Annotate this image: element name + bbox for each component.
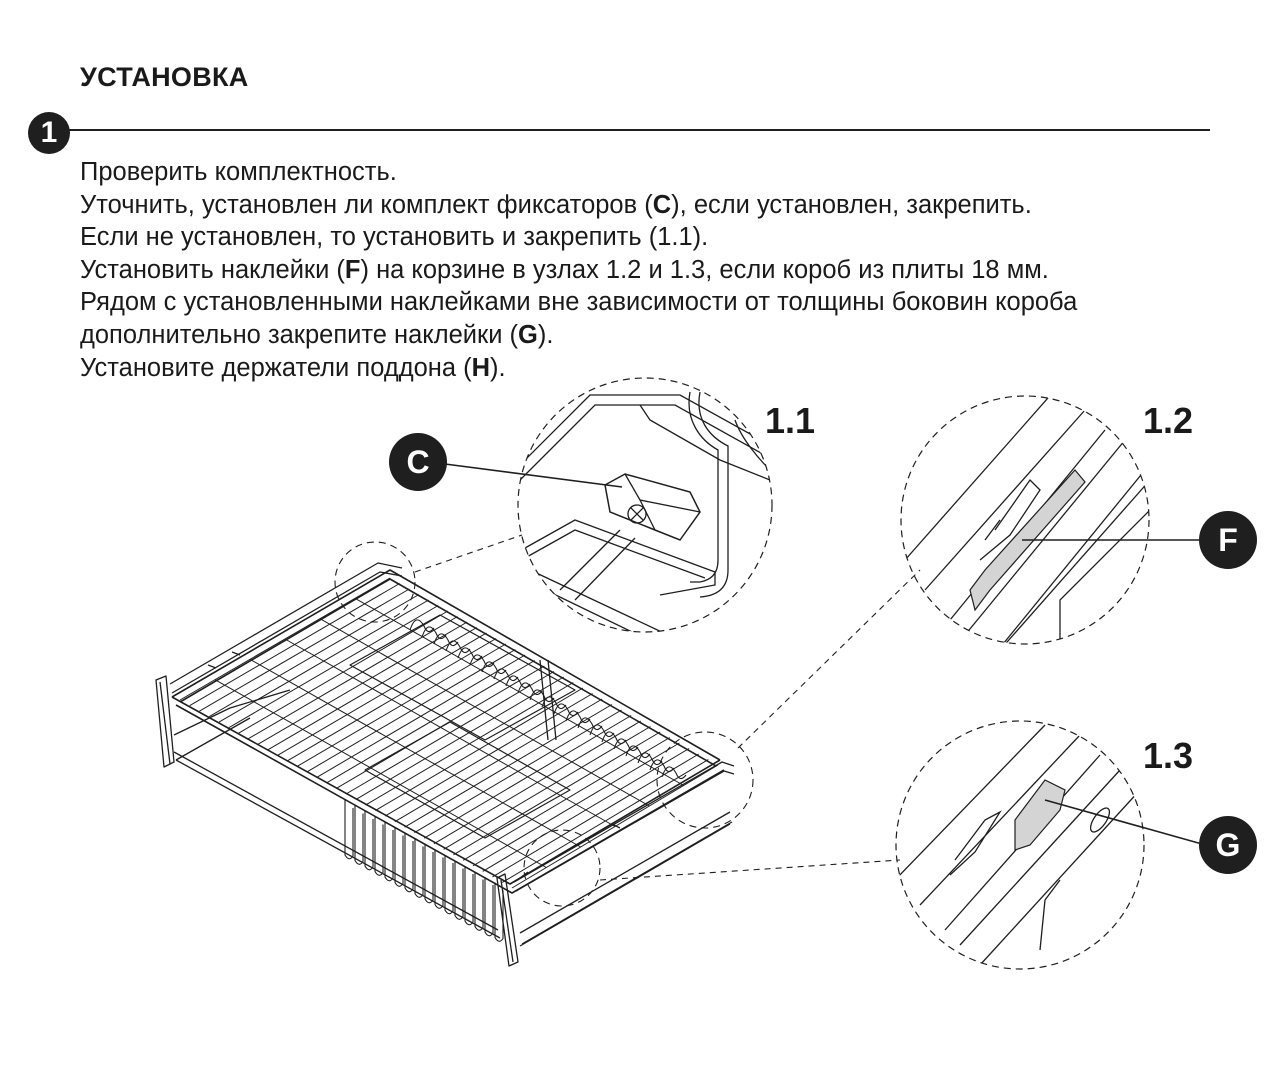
plate-divider: [434, 849, 444, 909]
instruction-line: дополнительно закрепите наклейки (G).: [80, 320, 554, 349]
instruction-list: Проверить комплектность. Уточнить, устан…: [80, 156, 1077, 384]
plate-divider: [577, 717, 603, 731]
grid-rail: [319, 618, 650, 807]
detail-1-3-outline: [895, 720, 1145, 970]
plate-divider: [661, 766, 687, 780]
basket-lower-frame: [173, 717, 731, 947]
instruction-line: Рядом с установленными наклейками вне за…: [80, 288, 1078, 317]
callout-c-leader: [444, 463, 623, 488]
callout-g-leader: [1044, 799, 1203, 845]
plate-divider: [444, 855, 454, 915]
instruction-line: Установить наклейки (F) на корзине в узл…: [80, 255, 1049, 284]
plate-divider: [374, 816, 384, 876]
inner-tray-panel: [349, 614, 576, 741]
plate-divider: [344, 800, 354, 860]
plate-divider: [484, 877, 494, 937]
step-number-badge: 1: [28, 112, 70, 154]
plate-divider: [565, 710, 591, 724]
plate-divider: [409, 619, 435, 633]
detail-1-2-outline: [900, 395, 1150, 645]
grid-rail: [214, 679, 547, 868]
plate-divider: [625, 745, 651, 759]
instruction-line: Если не установлен, то установить и закр…: [80, 223, 709, 252]
inner-tray-panel: [364, 721, 571, 839]
plate-divider: [424, 844, 434, 904]
plate-divider: [589, 724, 615, 738]
plate-divider: [354, 805, 364, 865]
plate-divider: [517, 682, 543, 696]
plate-divider: [474, 871, 484, 931]
callout-g: G: [1199, 816, 1257, 874]
basket-left-frame: [155, 562, 403, 768]
instruction-line: Установите держатели поддона (H).: [80, 353, 506, 382]
plate-divider: [553, 703, 579, 717]
section-heading: УСТАНОВКА: [80, 62, 249, 92]
basket-grid: [179, 577, 719, 889]
plate-divider: [494, 882, 504, 942]
plate-divider: [505, 675, 531, 689]
plate-divider: [601, 731, 627, 745]
plate-divider: [457, 647, 483, 661]
part-ref-c: C: [652, 190, 672, 219]
basket-right-frame: [496, 761, 735, 967]
plate-divider: [464, 866, 474, 926]
plate-divider: [541, 696, 567, 710]
plate-divider: [445, 640, 471, 654]
instruction-line: Проверить комплектность.: [80, 158, 397, 186]
plate-divider: [481, 661, 507, 675]
plate-divider: [414, 838, 424, 898]
detail-label-1-3: 1.3: [1143, 735, 1194, 776]
plate-divider: [384, 822, 394, 882]
plate-divider: [364, 811, 374, 871]
basket-top-rim: [171, 569, 725, 894]
callout-c: C: [389, 433, 447, 491]
plate-divider: [637, 752, 663, 766]
part-ref-f: F: [344, 255, 361, 284]
plate-divider: [454, 860, 464, 920]
plate-divider: [649, 759, 675, 773]
instruction-line: Уточнить, установлен ли комплект фиксато…: [80, 190, 1032, 219]
part-ref-h: H: [471, 353, 491, 382]
detail-focus-rings: [334, 541, 754, 907]
plate-divider: [433, 633, 459, 647]
plate-divider: [469, 654, 495, 668]
plate-divider: [394, 827, 404, 887]
callout-f: F: [1199, 511, 1257, 569]
dish-rack-basket: [155, 562, 735, 967]
plate-divider: [421, 626, 447, 640]
plate-divider: [613, 738, 639, 752]
plate-divider-rods: [344, 619, 687, 942]
detail-leader-lines: [414, 534, 921, 881]
detail-1-1-outline: [517, 377, 773, 633]
detail-label-1-1: 1.1: [765, 400, 816, 441]
plate-divider: [493, 668, 519, 682]
step-divider-line: [64, 129, 1210, 131]
plate-divider: [404, 833, 414, 893]
detail-1-3: [895, 720, 1203, 970]
detail-label-1-2: 1.2: [1143, 400, 1194, 441]
detail-1-1: [444, 377, 773, 633]
part-ref-g: G: [518, 320, 538, 349]
